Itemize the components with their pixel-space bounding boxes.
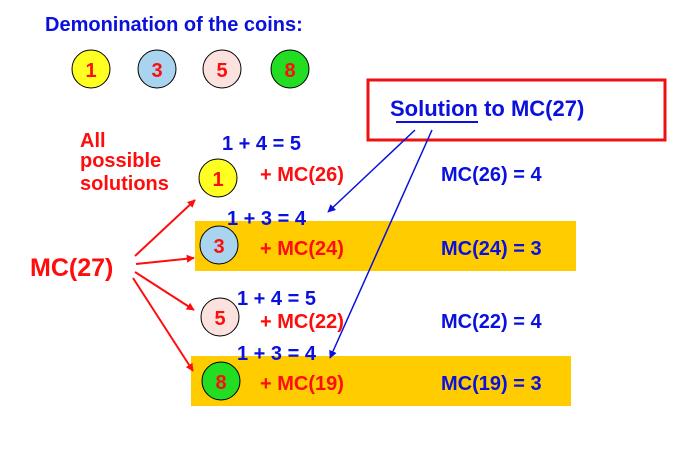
solution-arrow-to-mc24 <box>327 129 416 213</box>
row-1-result: MC(26) = 4 <box>441 164 542 186</box>
branch-arrow-to-coin-1 <box>134 199 196 257</box>
solution-arrow-to-mc19 <box>329 129 433 359</box>
coin-5: 5 <box>202 49 242 89</box>
side-note-line-2: possible <box>80 150 161 172</box>
row-4-coin: 8 <box>201 361 241 401</box>
row-4-coin-label: 8 <box>215 372 226 394</box>
row-2-coin: 3 <box>199 225 239 265</box>
coin-1-label: 1 <box>85 60 96 82</box>
row-2-sum: 1 + 3 = 4 <box>227 208 307 230</box>
branch-arrow-to-coin-8 <box>132 277 194 372</box>
coin-8: 8 <box>270 49 310 89</box>
solution-box <box>366 78 667 142</box>
row-3-coin: 5 <box>200 297 240 337</box>
row-3-coin-label: 5 <box>214 308 225 330</box>
coin-3-label: 3 <box>151 60 162 82</box>
row-1-coin: 1 <box>198 158 238 198</box>
highlight-band-mc19 <box>191 356 571 406</box>
side-note-line-3: solutions <box>80 173 169 195</box>
row-2-coin-label: 3 <box>213 236 224 258</box>
root-mc27-label: MC(27) <box>30 254 113 282</box>
highlight-band-mc24 <box>195 221 576 271</box>
row-4-result: MC(19) = 3 <box>441 373 542 395</box>
row-2-result: MC(24) = 3 <box>441 238 542 260</box>
row-2-subproblem: + MC(24) <box>260 238 344 260</box>
branch-arrow-to-coin-3 <box>135 254 195 265</box>
coin-3: 3 <box>137 49 177 89</box>
side-note-line-1: All <box>80 130 106 152</box>
row-3-result: MC(22) = 4 <box>441 311 542 333</box>
coin-1: 1 <box>71 49 111 89</box>
row-3-subproblem: + MC(22) <box>260 311 344 333</box>
row-1-coin-label: 1 <box>212 169 223 191</box>
row-4-sum: 1 + 3 = 4 <box>237 343 317 365</box>
row-1-subproblem: + MC(26) <box>260 164 344 186</box>
branch-arrow-to-coin-5 <box>134 271 195 311</box>
row-4-subproblem: + MC(19) <box>260 373 344 395</box>
coin-8-label: 8 <box>284 60 295 82</box>
coin-denomination-title: Demonination of the coins: <box>45 14 303 36</box>
row-1-sum: 1 + 4 = 5 <box>222 133 301 155</box>
row-3-sum: 1 + 4 = 5 <box>237 288 316 310</box>
solution-box-label: Solution to MC(27) <box>390 96 584 121</box>
coin-5-label: 5 <box>216 60 227 82</box>
